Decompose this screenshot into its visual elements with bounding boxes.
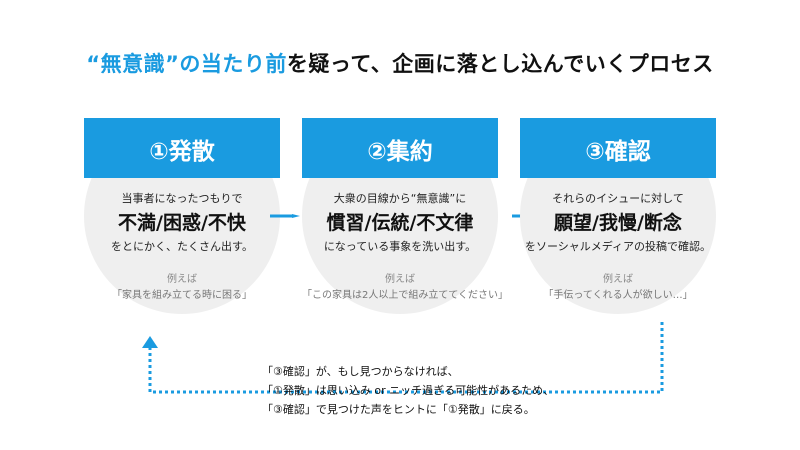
step-discover: ①発散 当事者になったつもりで 不満/困惑/不快 をとにかく、たくさん出す。 例… (84, 118, 280, 314)
step-header: ③確認 (520, 118, 716, 178)
step-description-bottom: をとにかく、たくさん出す。 (111, 240, 253, 253)
feedback-note: 「③確認」が、もし見つからなければ、 「①発散」は思い込み or ニッチ過ぎる可… (262, 362, 554, 419)
step-keywords: 不満/困惑/不快 (118, 212, 246, 234)
title-rest: を疑って、企画に落とし込んでいくプロセス (286, 52, 714, 76)
example-text: 「家具を組み立てる時に困る」 (112, 290, 252, 301)
title-highlight: “無意識”の当たり前 (86, 52, 287, 76)
step-keywords: 慣習/伝統/不文律 (326, 212, 474, 234)
example-heading: 例えば (167, 274, 197, 285)
step-title: ②集約 (367, 139, 433, 165)
step-title: ③確認 (585, 139, 651, 165)
example-heading: 例えば (385, 274, 415, 285)
arrow-right-icon (270, 214, 300, 218)
step-keywords: 願望/我慢/断念 (554, 212, 682, 234)
feedback-note-line: 「③確認」が、もし見つからなければ、 (262, 365, 459, 378)
step-description-top: 当事者になったつもりで (121, 192, 243, 205)
step-header: ②集約 (302, 118, 498, 178)
step-title: ①発散 (149, 139, 215, 165)
feedback-note-line: 「③確認」で見つけた声をヒントに「①発散」に戻る。 (262, 403, 535, 416)
page-title: “無意識”の当たり前を疑って、企画に落とし込んでいくプロセス (0, 48, 800, 78)
step-header: ①発散 (84, 118, 280, 178)
step-description-top: 大衆の目線から“無意識”に (333, 192, 467, 205)
feedback-arrowhead-icon (142, 336, 158, 348)
example-text: 「この家具は2人以上で組み立ててください」 (302, 290, 509, 301)
example-heading: 例えば (603, 274, 633, 285)
step-aggregate: ②集約 大衆の目線から“無意識”に 慣習/伝統/不文律 になっている事象を洗い出… (302, 118, 509, 314)
step-description-top: それらのイシューに対して (552, 192, 684, 205)
example-text: 「手伝ってくれる人が欲しい…」 (543, 290, 693, 301)
feedback-note-line: 「①発散」は思い込み or ニッチ過ぎる可能性があるため、 (262, 384, 555, 397)
step-confirm: ③確認 それらのイシューに対して 願望/我慢/断念 をソーシャルメディアの投稿で… (520, 118, 716, 314)
step-description-bottom: をソーシャルメディアの投稿で確認。 (524, 240, 711, 253)
step-description-bottom: になっている事象を洗い出す。 (323, 240, 477, 253)
